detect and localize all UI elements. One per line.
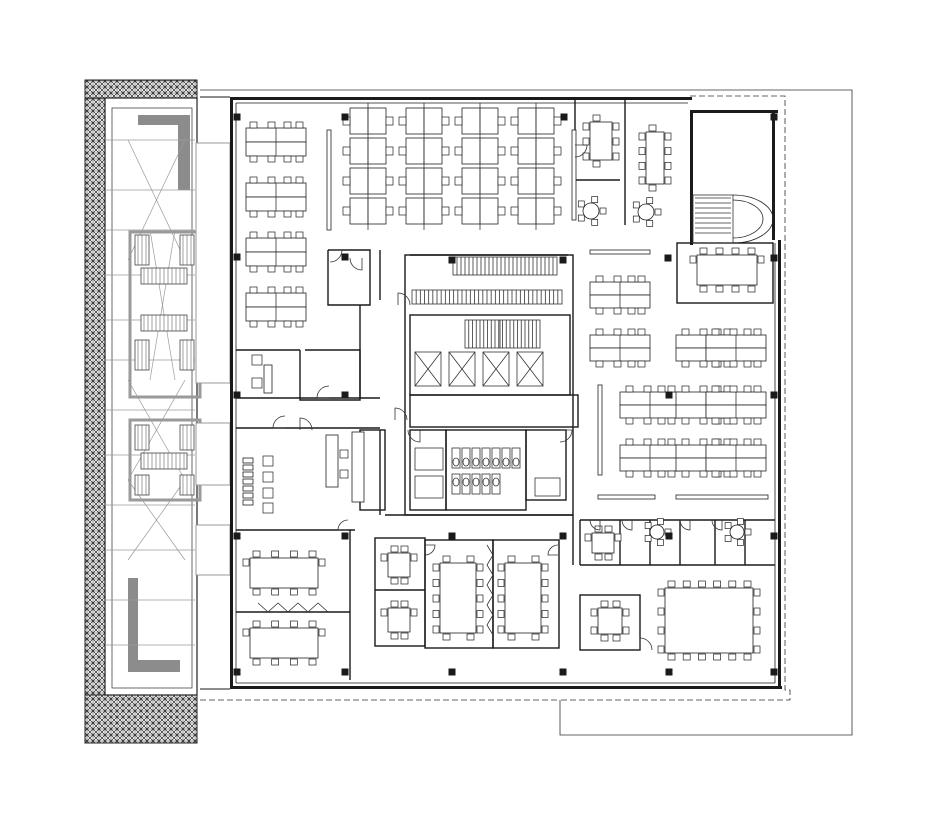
furniture: [242, 103, 769, 666]
door-swings: [257, 144, 723, 651]
interior-walls: [236, 100, 775, 680]
west-facade: [84, 79, 231, 744]
site-outline: [200, 89, 853, 736]
structural-columns: [233, 113, 778, 676]
restrooms: [414, 447, 561, 499]
core-stairs-lifts: [411, 194, 774, 387]
